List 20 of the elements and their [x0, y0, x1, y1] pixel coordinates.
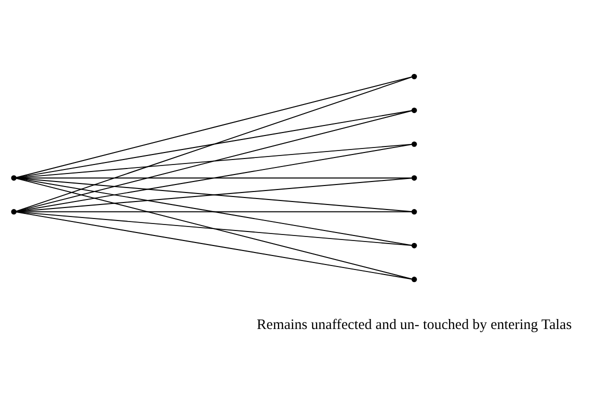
connector	[16, 76, 412, 178]
node-point	[412, 108, 417, 114]
connector	[16, 212, 412, 280]
node-point	[412, 209, 417, 214]
connector	[16, 178, 412, 212]
connector	[16, 110, 412, 212]
label: Remains unaffected and un- touched by entering Talas	[256, 316, 572, 333]
connector	[16, 211, 412, 246]
connector	[16, 76, 412, 212]
node-point	[412, 242, 417, 248]
connector	[16, 144, 412, 212]
connector	[16, 178, 412, 246]
node-point	[11, 209, 17, 214]
connector	[16, 178, 412, 280]
node-point	[11, 175, 17, 181]
node-point	[412, 276, 417, 282]
node-point	[412, 175, 417, 181]
node-point	[412, 74, 417, 80]
connector	[16, 110, 412, 178]
node-point	[412, 141, 417, 147]
